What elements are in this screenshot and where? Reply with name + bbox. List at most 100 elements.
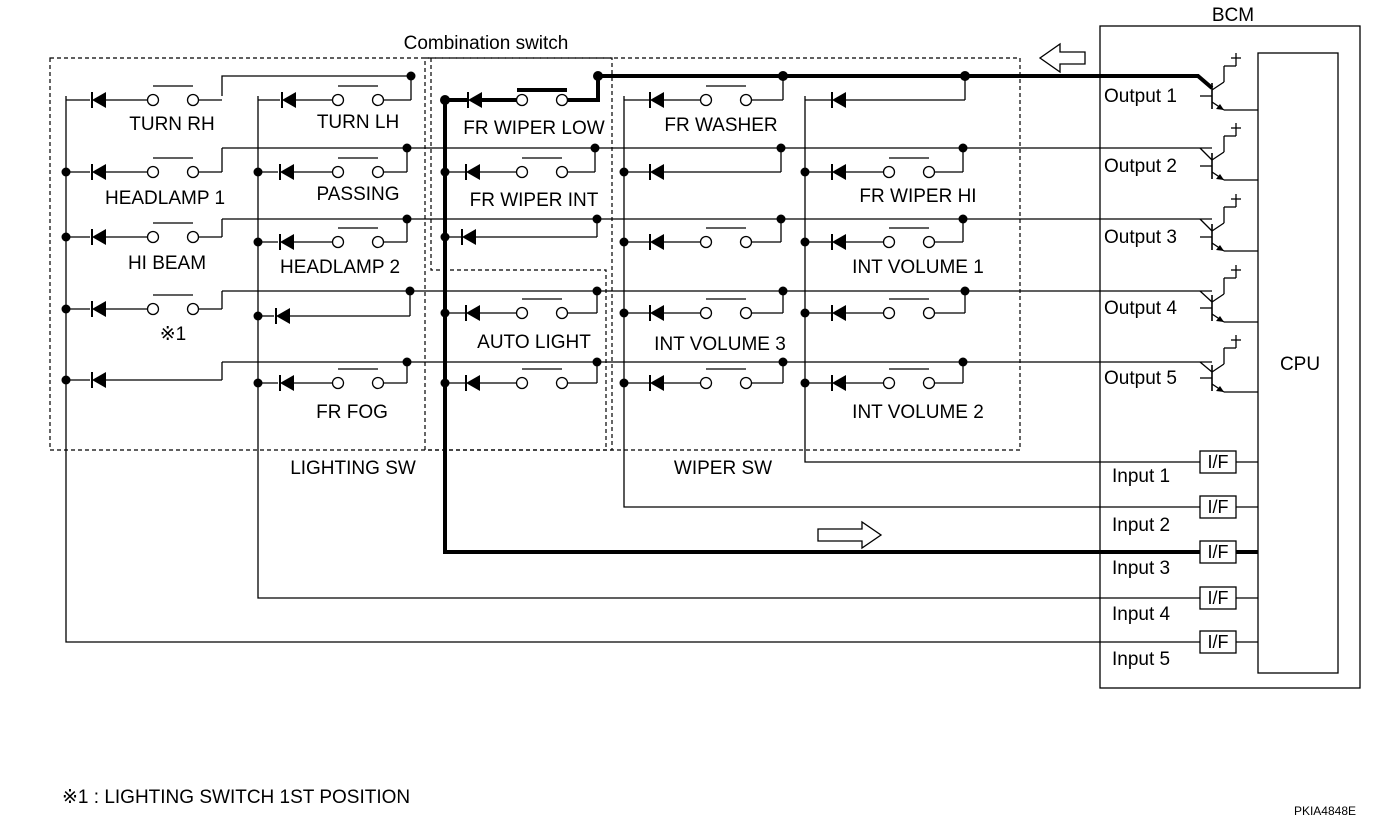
combination-switch-enclosure xyxy=(424,57,1021,451)
headlamp1-label: HEADLAMP 1 xyxy=(105,188,225,209)
fr-fog-label: FR FOG xyxy=(316,402,388,423)
headlamp1-diode xyxy=(91,163,107,181)
fr-wiper-hi-switch xyxy=(882,157,936,179)
row3-diode-col4 xyxy=(649,233,665,251)
headlamp1-switch xyxy=(146,157,200,179)
fr-wiper-low-diode xyxy=(467,91,483,109)
output-2-label: Output 2 xyxy=(1104,156,1177,177)
auto-light-diode xyxy=(465,304,481,322)
int-volume3-label: INT VOLUME 3 xyxy=(654,334,786,355)
int-volume2-label: INT VOLUME 2 xyxy=(852,402,984,423)
hi-beam-switch xyxy=(146,222,200,244)
fr-wiper-low-switch xyxy=(515,88,569,107)
fr-wiper-int-label: FR WIPER INT xyxy=(470,190,599,211)
auto-light-label: AUTO LIGHT xyxy=(477,332,591,353)
row3-diode-col3 xyxy=(461,228,477,246)
output-3-transistor xyxy=(1199,193,1259,252)
hi-beam-diode xyxy=(91,228,107,246)
output-direction-arrow xyxy=(1038,42,1086,74)
input-1-label: Input 1 xyxy=(1112,466,1170,487)
junction-dots xyxy=(61,71,970,388)
row1-diode-col5 xyxy=(831,91,847,109)
lighting-sw-enclosure xyxy=(49,57,613,451)
row4-switch-col5 xyxy=(882,298,936,320)
input-5-label: Input 5 xyxy=(1112,649,1170,670)
input-1-bus xyxy=(804,96,1200,463)
svg-text:I/F: I/F xyxy=(1208,588,1229,608)
row5-diode-col1 xyxy=(91,371,107,389)
row5-diode-col3 xyxy=(465,374,481,392)
fr-wiper-hi-label: FR WIPER HI xyxy=(859,186,976,207)
input-2-bus xyxy=(623,96,1200,508)
int-volume1-switch xyxy=(882,227,936,249)
diagram-title: Combination switch xyxy=(404,33,569,54)
fr-washer-label: FR WASHER xyxy=(664,115,777,136)
fr-washer-diode xyxy=(649,91,665,109)
fr-wiper-low-label: FR WIPER LOW xyxy=(463,118,605,139)
input-3-label: Input 3 xyxy=(1112,558,1170,579)
headlamp2-diode xyxy=(279,233,295,251)
row4-diode-col2 xyxy=(275,307,291,325)
note-mark-label: ※1 xyxy=(160,324,187,345)
cpu-box xyxy=(1257,52,1339,674)
fr-wiper-hi-diode xyxy=(831,163,847,181)
headlamp2-label: HEADLAMP 2 xyxy=(280,257,400,278)
input-4-bus xyxy=(257,96,1200,599)
int-volume1-label: INT VOLUME 1 xyxy=(852,257,984,278)
wiper-sw-divider xyxy=(430,58,607,450)
wiper-sw-label: WIPER SW xyxy=(674,458,772,479)
turn-lh-switch xyxy=(331,85,385,107)
cpu-label: CPU xyxy=(1280,354,1320,375)
auto-light-switch xyxy=(515,298,569,320)
lighting-1st-diode xyxy=(91,300,107,318)
output-2-transistor xyxy=(1199,122,1259,181)
row5-switch-col3 xyxy=(515,368,569,390)
output-5-transistor xyxy=(1199,334,1259,393)
turn-lh-diode xyxy=(281,91,297,109)
lighting-1st-switch xyxy=(146,294,200,316)
figure-id: PKIA4848E xyxy=(1294,804,1356,818)
headlamp2-switch xyxy=(331,227,385,249)
output-1-line-lighting xyxy=(221,75,411,96)
input-3-bus xyxy=(443,96,1200,554)
output-1-line xyxy=(598,74,1214,90)
turn-lh-label: TURN LH xyxy=(317,112,399,133)
int-volume2-diode xyxy=(831,374,847,392)
fr-wiper-int-switch xyxy=(515,157,569,179)
svg-text:I/F: I/F xyxy=(1208,452,1229,472)
input-5-bus xyxy=(65,96,1200,643)
output-4-transistor xyxy=(1199,264,1259,323)
output-3-label: Output 3 xyxy=(1104,227,1177,248)
output-1-transistor xyxy=(1199,52,1259,111)
lighting-sw-label: LIGHTING SW xyxy=(290,458,416,479)
row2-diode-col4 xyxy=(649,163,665,181)
input-direction-arrow xyxy=(817,520,883,550)
int-volume3-switch xyxy=(699,298,753,320)
svg-text:I/F: I/F xyxy=(1208,632,1229,652)
input-3-interface: I/F xyxy=(1199,540,1258,564)
passing-switch xyxy=(331,157,385,179)
output-1-label: Output 1 xyxy=(1104,86,1177,107)
bcm-box xyxy=(1099,25,1361,689)
fr-fog-switch xyxy=(331,368,385,390)
footnote: ※1 : LIGHTING SWITCH 1ST POSITION xyxy=(62,787,410,808)
input-2-interface: I/F xyxy=(1199,495,1258,519)
fr-washer-switch xyxy=(699,85,753,107)
row5-diode-col4 xyxy=(649,374,665,392)
svg-text:I/F: I/F xyxy=(1208,542,1229,562)
fr-wiper-int-diode xyxy=(465,163,481,181)
passing-diode xyxy=(279,163,295,181)
input-4-interface: I/F xyxy=(1199,586,1258,610)
int-volume3-diode xyxy=(649,304,665,322)
svg-text:I/F: I/F xyxy=(1208,497,1229,517)
int-volume2-switch xyxy=(882,368,936,390)
bcm-label: BCM xyxy=(1212,5,1254,26)
input-2-label: Input 2 xyxy=(1112,515,1170,536)
int-volume1-diode xyxy=(831,233,847,251)
hi-beam-label: HI BEAM xyxy=(128,253,206,274)
turn-rh-switch xyxy=(146,85,200,107)
input-4-label: Input 4 xyxy=(1112,604,1171,625)
output-5-label: Output 5 xyxy=(1104,368,1177,389)
row5-switch-col4 xyxy=(699,368,753,390)
